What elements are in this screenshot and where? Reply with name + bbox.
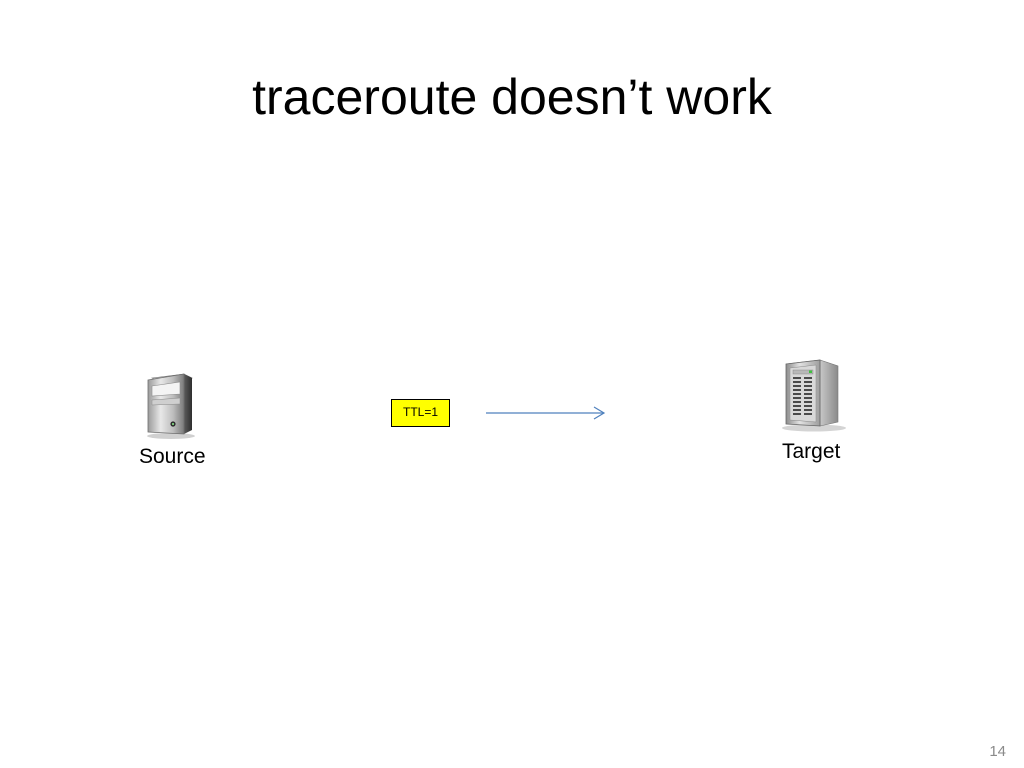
arrow-right-icon [486, 406, 606, 420]
packet-ttl-box: TTL=1 [391, 399, 450, 427]
target-label: Target [782, 440, 841, 463]
server-tower-icon [782, 359, 846, 432]
page-number: 14 [989, 743, 1006, 760]
slide-title: traceroute doesn’t work [252, 69, 772, 125]
source-label: Source [139, 445, 206, 468]
desktop-computer-icon [147, 373, 195, 439]
